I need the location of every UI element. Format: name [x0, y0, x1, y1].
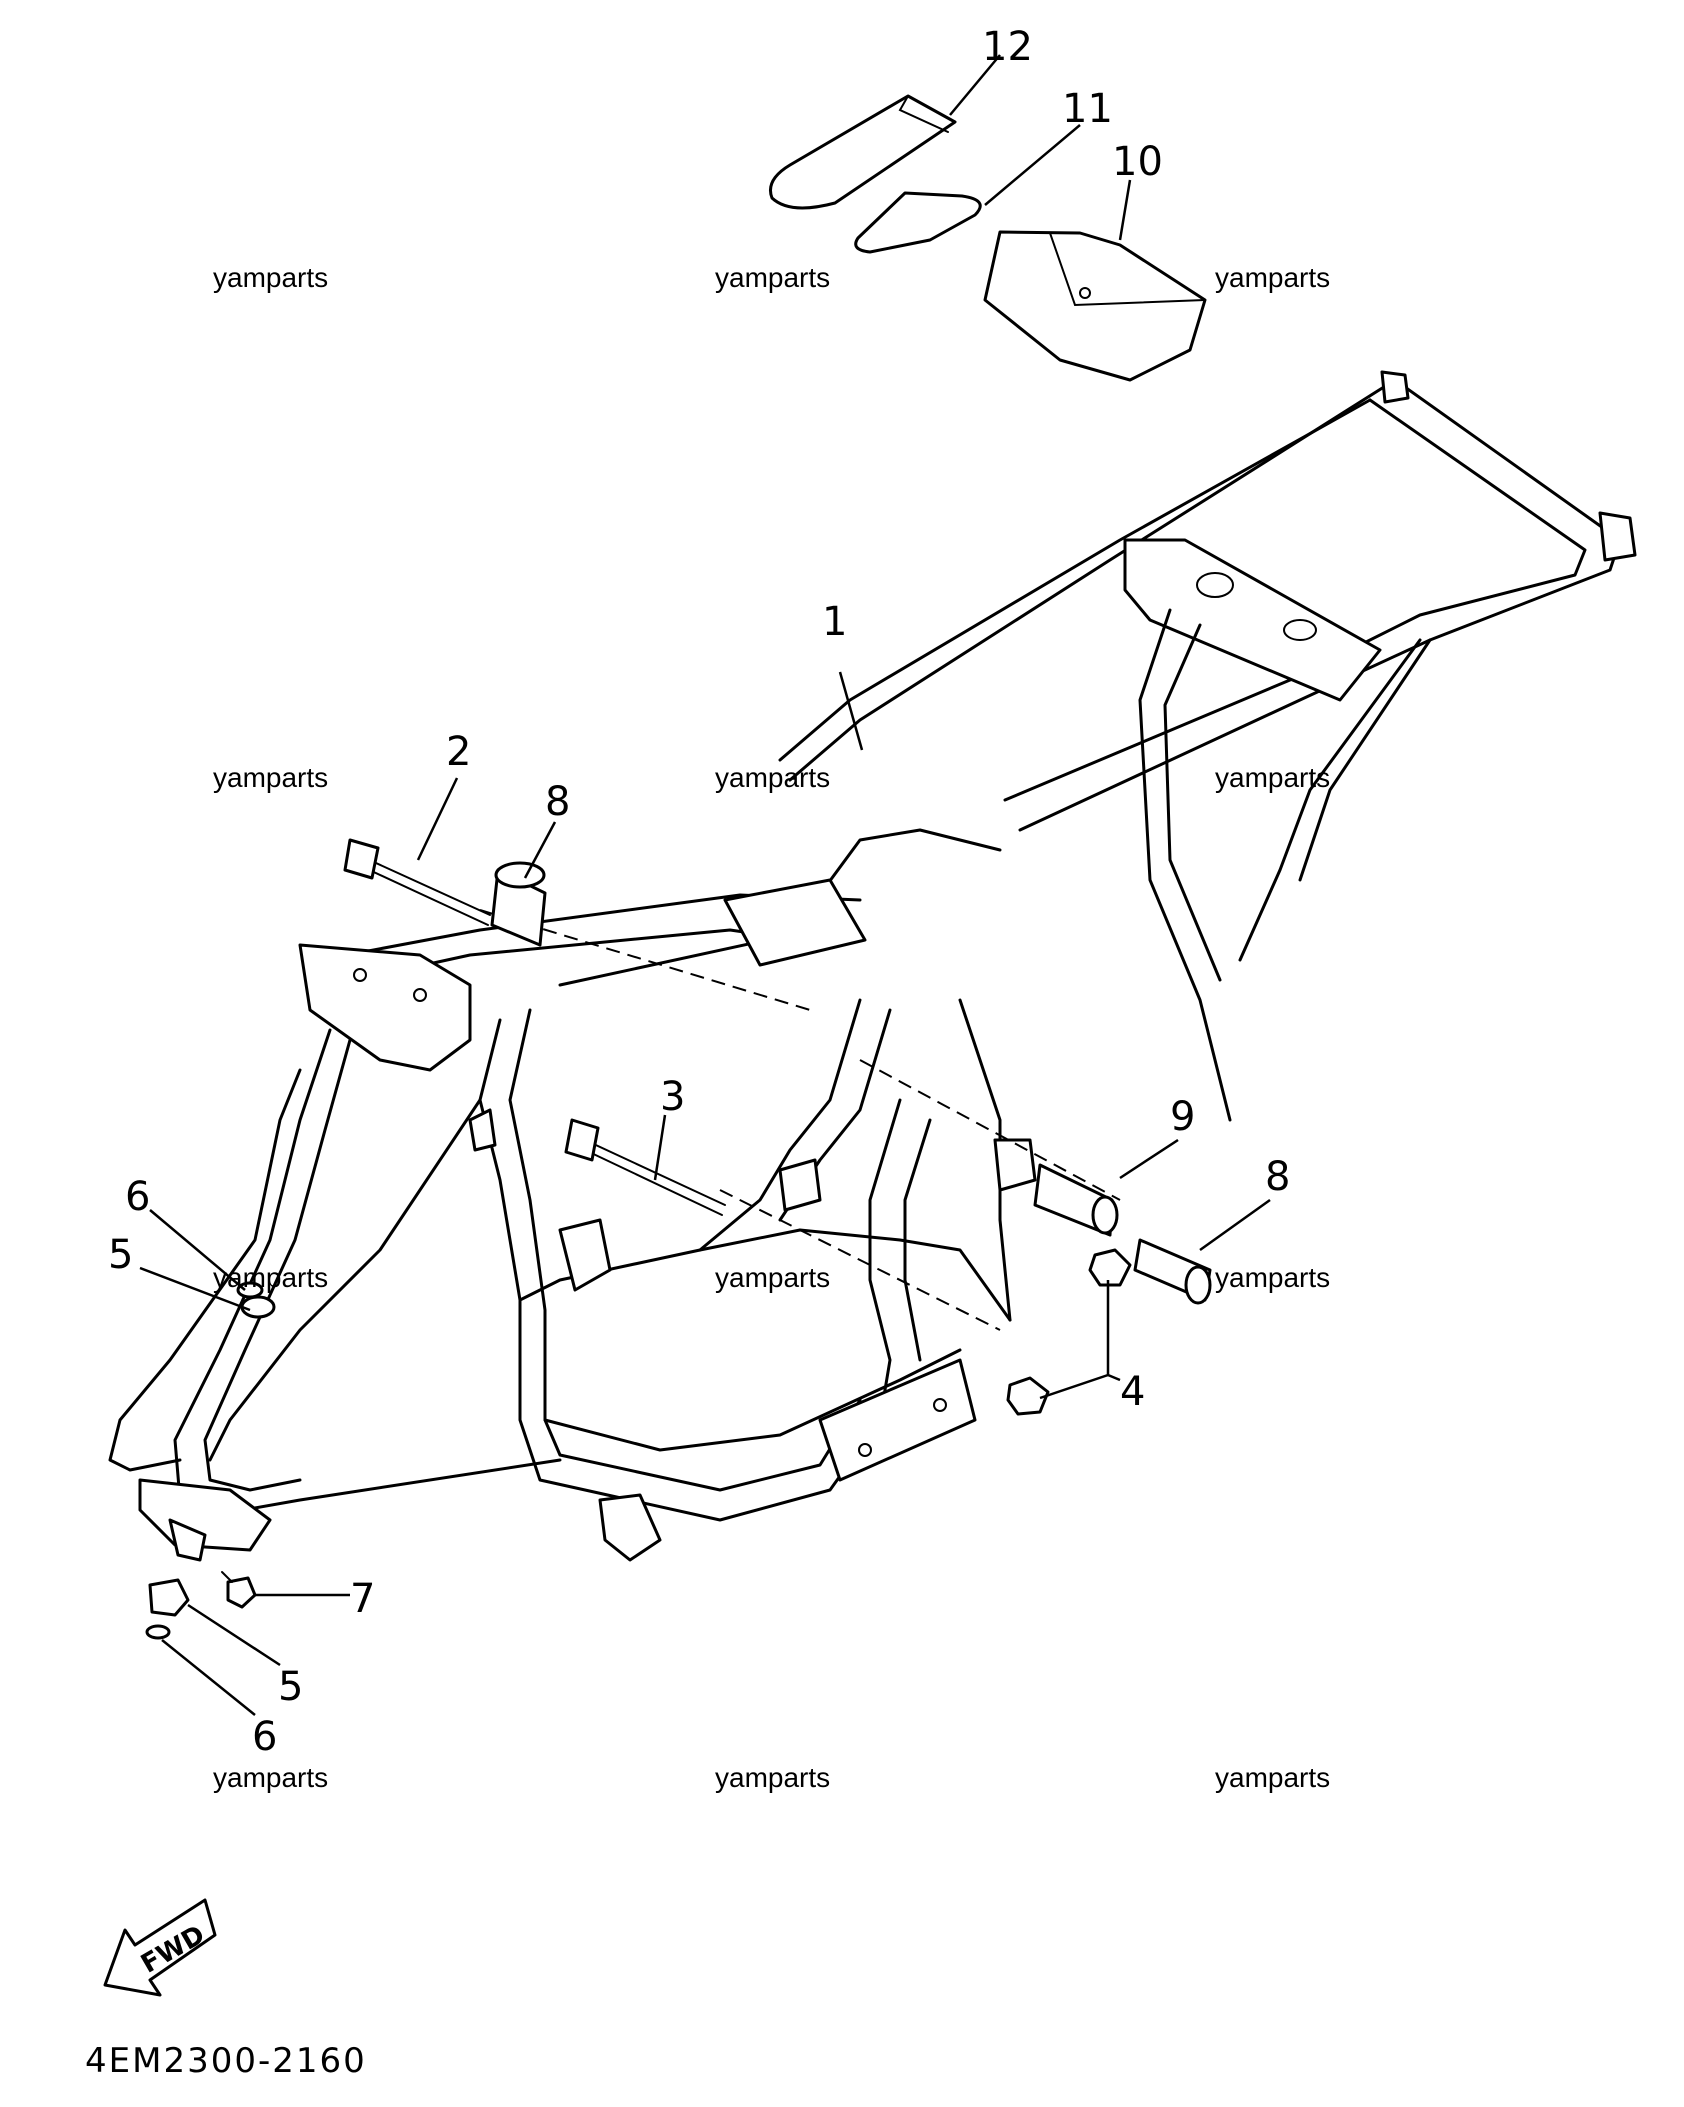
- callout-8-upper: 8: [545, 779, 570, 825]
- callout-2: 2: [446, 729, 471, 775]
- part-3-bolt: [564, 1118, 726, 1216]
- callout-labels: 1 2 8 3 9 8 4 6 5 7 5 6 12 11 10: [108, 24, 1290, 1760]
- part-11-pad: [854, 191, 982, 254]
- watermark: yamparts: [1215, 762, 1330, 793]
- part-6-plug-upper: [236, 1281, 264, 1299]
- watermarks: yamparts yamparts yamparts yamparts yamp…: [213, 262, 1330, 1793]
- part-4-nut-upper: [1088, 1248, 1132, 1287]
- leader-lines: [139, 54, 1271, 1716]
- part-5-grommet-upper: [240, 1295, 276, 1319]
- watermark: yamparts: [1215, 262, 1330, 293]
- watermark: yamparts: [1215, 1262, 1330, 1293]
- part-5-grommet-lower: [148, 1578, 190, 1617]
- frame-assembly: [108, 370, 1637, 1562]
- part-7-bolt: [221, 1571, 257, 1609]
- callout-3: 3: [660, 1074, 685, 1120]
- callout-8-lower: 8: [1265, 1154, 1290, 1200]
- part-4-nut-lower: [1006, 1376, 1050, 1416]
- callout-7: 7: [350, 1576, 375, 1622]
- callout-4: 4: [1120, 1369, 1145, 1415]
- part-12-strap: [769, 94, 957, 210]
- part-8-collar-upper: [490, 861, 547, 947]
- callout-5-upper: 5: [108, 1232, 133, 1278]
- callout-11: 11: [1062, 86, 1113, 132]
- part-9-collar: [1033, 1163, 1119, 1237]
- callout-9: 9: [1170, 1094, 1195, 1140]
- watermark: yamparts: [213, 1262, 328, 1293]
- part-10-bag: [983, 230, 1207, 382]
- watermark: yamparts: [715, 762, 830, 793]
- callout-6-lower: 6: [252, 1714, 277, 1760]
- fwd-arrow-icon: FWD: [103, 1898, 217, 1997]
- callout-12: 12: [982, 24, 1033, 70]
- watermark: yamparts: [213, 1762, 328, 1793]
- callout-5-lower: 5: [278, 1664, 303, 1710]
- callout-1: 1: [822, 599, 847, 645]
- watermark: yamparts: [715, 262, 830, 293]
- watermark: yamparts: [715, 1762, 830, 1793]
- watermark: yamparts: [213, 262, 328, 293]
- part-6-plug-lower: [145, 1624, 171, 1640]
- callout-10: 10: [1112, 139, 1163, 185]
- part-8-collar-lower: [1133, 1238, 1212, 1305]
- watermark: yamparts: [1215, 1762, 1330, 1793]
- diagram-code: 4EM2300-2160: [85, 2041, 367, 2081]
- watermark: yamparts: [213, 762, 328, 793]
- part-2-bolt: [343, 838, 491, 926]
- watermark: yamparts: [715, 1262, 830, 1293]
- callout-6-upper: 6: [125, 1174, 150, 1220]
